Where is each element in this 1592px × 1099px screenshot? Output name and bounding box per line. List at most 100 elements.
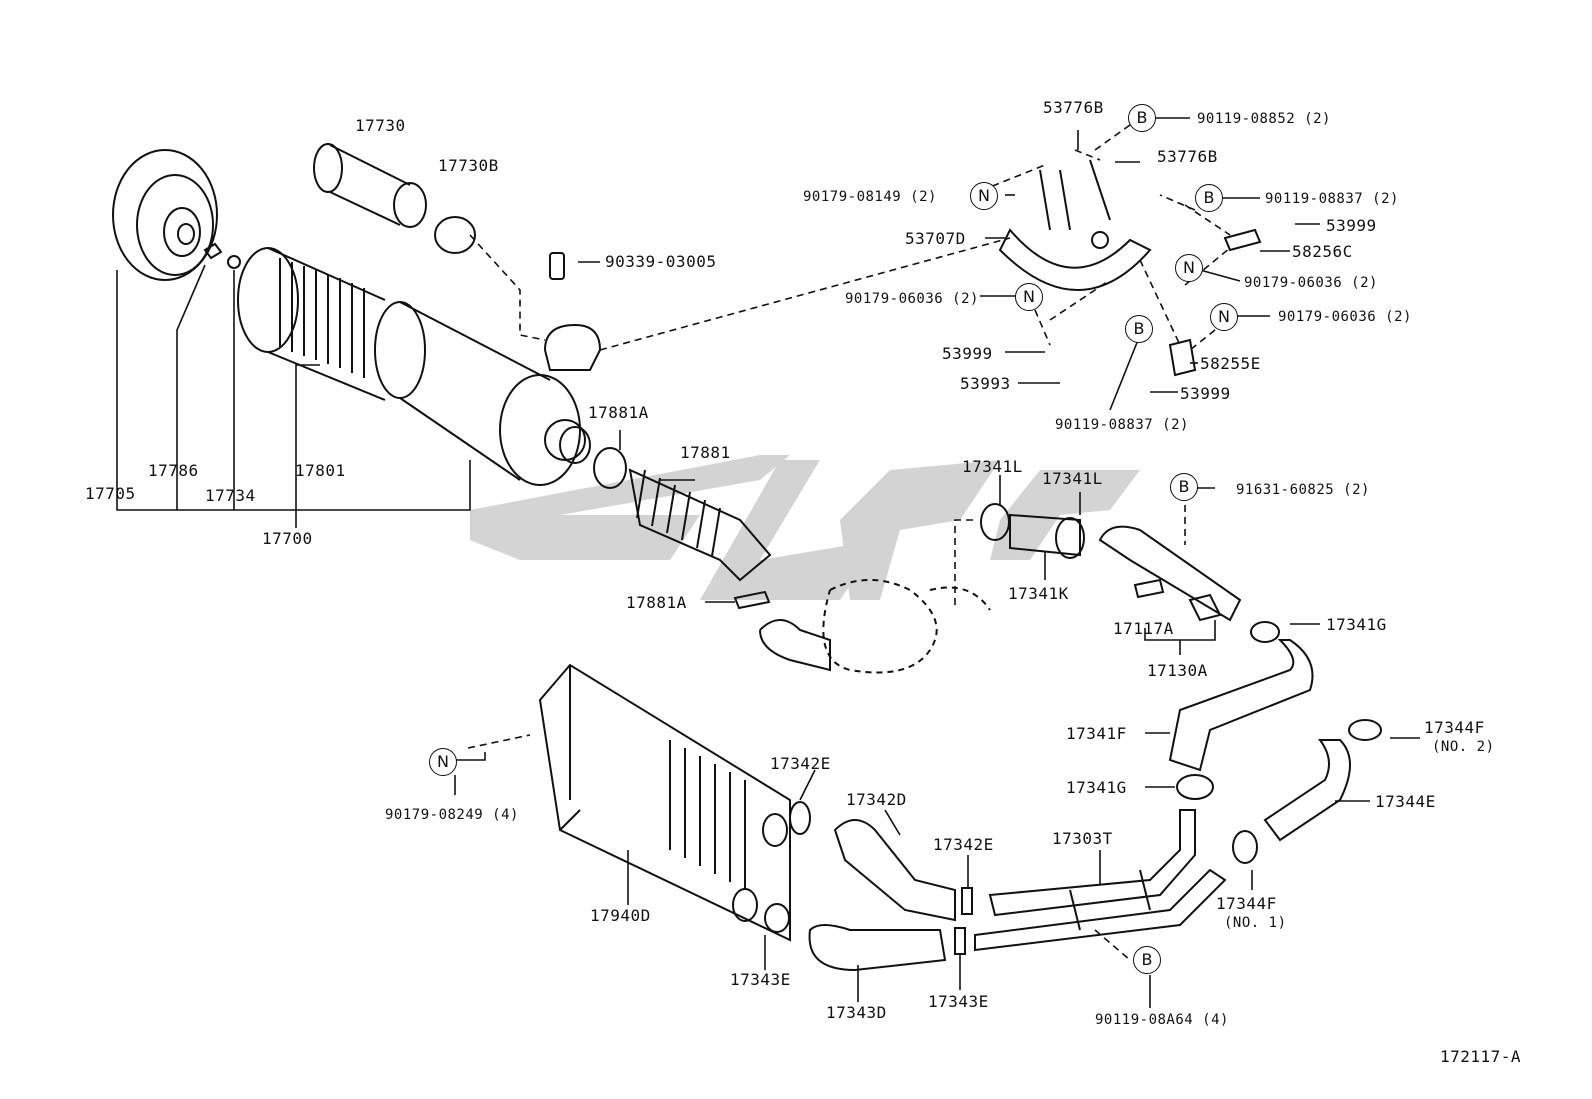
label-17341L-b: 17341L: [1042, 469, 1103, 488]
intercooler-17940D: [538, 663, 791, 942]
bracket-53707D: [998, 159, 1152, 291]
marker-n: N: [1210, 303, 1238, 331]
hose-17730: [313, 143, 427, 228]
label-17343D: 17343D: [826, 1003, 887, 1022]
clamp-17341L-b: [1055, 517, 1085, 559]
hose-17342D: [833, 819, 956, 922]
air-cleaner-case: [374, 301, 591, 486]
clamp-17344F-no2: [1348, 719, 1382, 741]
marker-b: B: [1170, 473, 1198, 501]
hose-17343D: [808, 924, 947, 972]
clamp-17343E-a: [764, 903, 790, 933]
label-17344F-no2: 17344F: [1424, 718, 1485, 737]
clamp-17342E-b: [961, 887, 973, 915]
clamp-17730B: [434, 216, 476, 254]
label-17343E-a: 17343E: [730, 970, 791, 989]
label-90179-06036-b: 90179-06036 (2): [845, 291, 979, 307]
label-17730B: 17730B: [438, 156, 499, 175]
label-17786: 17786: [148, 461, 199, 480]
marker-b: B: [1195, 184, 1223, 212]
label-17342E-b: 17342E: [933, 835, 994, 854]
label-17801: 17801: [295, 461, 346, 480]
label-17940D: 17940D: [590, 906, 651, 925]
label-17303T: 17303T: [1052, 829, 1113, 848]
label-17342D: 17342D: [846, 790, 907, 809]
label-17130A: 17130A: [1147, 661, 1208, 680]
label-17700: 17700: [262, 529, 313, 548]
label-90179-08249: 90179-08249 (4): [385, 807, 519, 823]
label-90119-08837-a: 90119-08837 (2): [1265, 191, 1399, 207]
label-53776B-a: 53776B: [1043, 98, 1104, 117]
label-91631-60825: 91631-60825 (2): [1236, 482, 1370, 498]
label-53999-c: 53999: [1180, 384, 1231, 403]
label-17730: 17730: [355, 116, 406, 135]
marker-n: N: [1015, 283, 1043, 311]
label-17117A: 17117A: [1113, 619, 1174, 638]
clamp-17881A-top: [593, 447, 627, 489]
clamp-17344F-no1: [1232, 830, 1258, 864]
label-90179-06036-a: 90179-06036 (2): [1244, 275, 1378, 291]
bracket-17117A: [1133, 578, 1165, 599]
marker-n: N: [1175, 254, 1203, 282]
label-17341F: 17341F: [1066, 724, 1127, 743]
bracket-17130A: [1188, 593, 1222, 622]
label-17344F-no2-sub: (NO. 2): [1432, 739, 1495, 755]
clamp-17343E-b: [954, 927, 966, 955]
air-cleaner-cap: [112, 149, 223, 281]
marker-b: B: [1133, 946, 1161, 974]
label-17343E-b: 17343E: [928, 992, 989, 1011]
label-53707D: 53707D: [905, 229, 966, 248]
label-17341G-b: 17341G: [1066, 778, 1127, 797]
clamp-17341G-b: [1176, 774, 1214, 800]
label-53999-b: 53999: [942, 344, 993, 363]
label-53776B-b: 53776B: [1157, 147, 1218, 166]
label-58255E: 58255E: [1200, 354, 1261, 373]
label-53999-a: 53999: [1326, 216, 1377, 235]
label-90179-08149: 90179-08149 (2): [803, 189, 937, 205]
marker-n: N: [429, 748, 457, 776]
washer-17734: [227, 255, 241, 269]
label-17342E-a: 17342E: [770, 754, 831, 773]
clamp-17342E-a: [789, 801, 811, 835]
label-17344F-no1-sub: (NO. 1): [1224, 915, 1287, 931]
watermark: [470, 455, 1140, 600]
label-17344F-no1: 17344F: [1216, 894, 1277, 913]
label-90339-03005: 90339-03005: [605, 252, 717, 271]
label-17341L-a: 17341L: [962, 457, 1023, 476]
bellows-hose-17881: [628, 468, 772, 582]
pipe-17341: [1098, 525, 1242, 622]
turbo-outline: [822, 579, 991, 674]
marker-b: B: [1125, 315, 1153, 343]
hose-17341K: [1009, 513, 1081, 557]
elbow: [543, 323, 602, 371]
label-90179-06036-c: 90179-06036 (2): [1278, 309, 1412, 325]
leader-lines: [116, 117, 1420, 1008]
label-90119-08A64: 90119-08A64 (4): [1095, 1012, 1229, 1028]
label-17734: 17734: [205, 486, 256, 505]
label-90119-08852: 90119-08852 (2): [1197, 111, 1331, 127]
label-58256C: 58256C: [1292, 242, 1353, 261]
pipe-17303T: [974, 809, 1227, 952]
label-17344E: 17344E: [1375, 792, 1436, 811]
label-17705: 17705: [85, 484, 136, 503]
label-17341G-a: 17341G: [1326, 615, 1387, 634]
label-90119-08837-b: 90119-08837 (2): [1055, 417, 1189, 433]
label-17881: 17881: [680, 443, 731, 462]
label-17341K: 17341K: [1008, 584, 1069, 603]
label-53993: 53993: [960, 374, 1011, 393]
marker-n: N: [970, 182, 998, 210]
label-17881A-top: 17881A: [588, 403, 649, 422]
filter-element: [237, 247, 386, 401]
clamp-17341G-a: [1250, 621, 1280, 643]
clamp-17881A-bottom: [733, 590, 771, 610]
marker-b: B: [1128, 104, 1156, 132]
hose-17344E: [1263, 739, 1351, 842]
hose-17341F: [1168, 639, 1314, 772]
pin-90339: [549, 252, 565, 280]
diagram-code: 172117-A: [1440, 1047, 1522, 1066]
label-17881A-bottom: 17881A: [626, 593, 687, 612]
bracket-58256C: [1223, 228, 1262, 252]
bracket-58255E: [1168, 338, 1197, 377]
turbo-inlet-pipe: [759, 619, 831, 672]
